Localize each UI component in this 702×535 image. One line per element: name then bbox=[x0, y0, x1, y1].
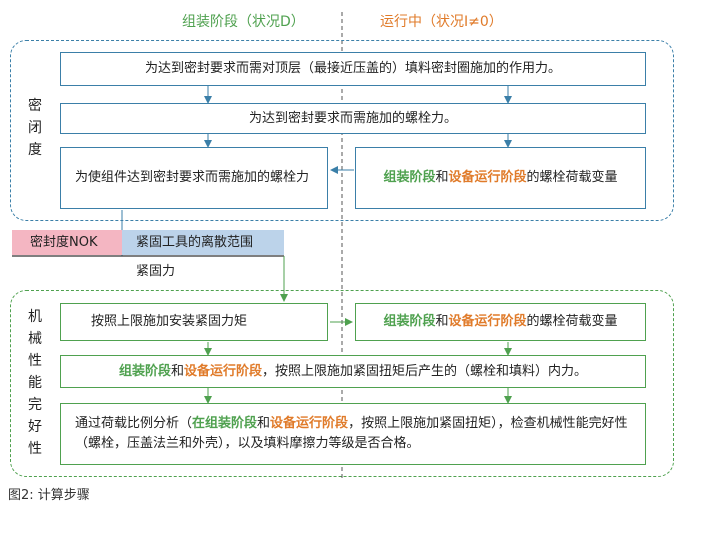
header-operation-stage: 运行中（状况I≠0） bbox=[380, 14, 503, 30]
seal-nok-zone: 密封度NOK bbox=[12, 230, 122, 255]
tightening-force-label: 紧固力 bbox=[136, 264, 176, 279]
box-bolt-load-variation-2: 组装阶段和设备运行阶段的螺栓荷载变量 bbox=[355, 303, 646, 341]
tool-scatter-zone: 紧固工具的离散范围 bbox=[122, 230, 284, 255]
sealing-panel bbox=[10, 40, 674, 221]
mechanical-panel-label: 机 械 性 能 完 好 性 bbox=[28, 309, 42, 457]
header-assembly-stage: 组装阶段（状况D） bbox=[182, 14, 305, 30]
box-packing-ring-force: 为达到密封要求而需对顶层（最接近压盖的）填料密封圈施加的作用力。 bbox=[60, 52, 646, 86]
box-bolt-load-variation-1: 组装阶段和设备运行阶段的螺栓荷载变量 bbox=[355, 147, 646, 209]
box-component-bolt-force: 为使组件达到密封要求而需施加的螺栓力 bbox=[60, 147, 328, 209]
figure-caption: 图2: 计算步骤 bbox=[8, 488, 90, 503]
sealing-panel-label: 密 闭 度 bbox=[28, 98, 42, 158]
mechanical-integrity-panel bbox=[10, 290, 674, 477]
box-load-ratio-analysis: 通过荷载比例分析（在组装阶段和设备运行阶段，按照上限施加紧固扭矩），检查机械性能… bbox=[60, 403, 646, 465]
box-install-torque: 按照上限施加安装紧固力矩 bbox=[60, 303, 328, 341]
box-required-bolt-force: 为达到密封要求而需施加的螺栓力。 bbox=[60, 103, 646, 134]
box-internal-forces: 组装阶段和设备运行阶段，按照上限施加紧固扭矩后产生的（螺栓和填料）内力。 bbox=[60, 355, 646, 388]
